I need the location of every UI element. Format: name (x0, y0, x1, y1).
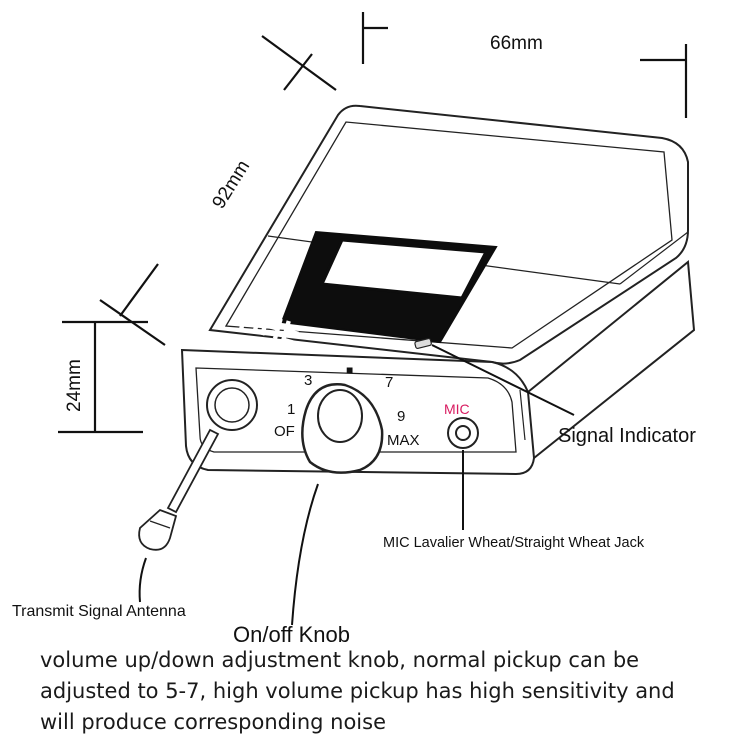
dial-mark-off: OF (274, 423, 295, 440)
dial-mark-3: 3 (304, 372, 312, 389)
antenna (138, 379, 258, 551)
mic-jack-label: MIC Lavalier Wheat/Straight Wheat Jack (383, 535, 645, 551)
height-dimension-label: 24mm (64, 359, 85, 412)
volume-knob[interactable] (301, 383, 384, 474)
callout-lines (138, 344, 575, 626)
knob-description: volume up/down adjustment knob, normal p… (40, 648, 675, 734)
width-dimension-label: 66mm (490, 33, 543, 54)
signal-indicator-led (414, 337, 432, 349)
dial-mark-top: ■ (346, 363, 353, 377)
depth-dimension-label: 92mm (208, 157, 254, 213)
mic-label: MIC (444, 401, 470, 417)
dimension-lines (58, 12, 688, 434)
antenna-label: Transmit Signal Antenna (12, 603, 186, 620)
dial-scale: 3 ■ 7 1 9 OF MAX (274, 363, 420, 449)
mic-jack[interactable] (447, 417, 479, 449)
dial-mark-7: 7 (385, 374, 393, 391)
display-screen: UHF (236, 230, 498, 350)
dial-mark-9: 9 (397, 408, 405, 425)
knob-label: On/off Knob (233, 622, 350, 647)
dial-mark-max: MAX (387, 432, 420, 449)
signal-indicator-label: Signal Indicator (558, 425, 696, 447)
dial-mark-1: 1 (287, 401, 295, 418)
